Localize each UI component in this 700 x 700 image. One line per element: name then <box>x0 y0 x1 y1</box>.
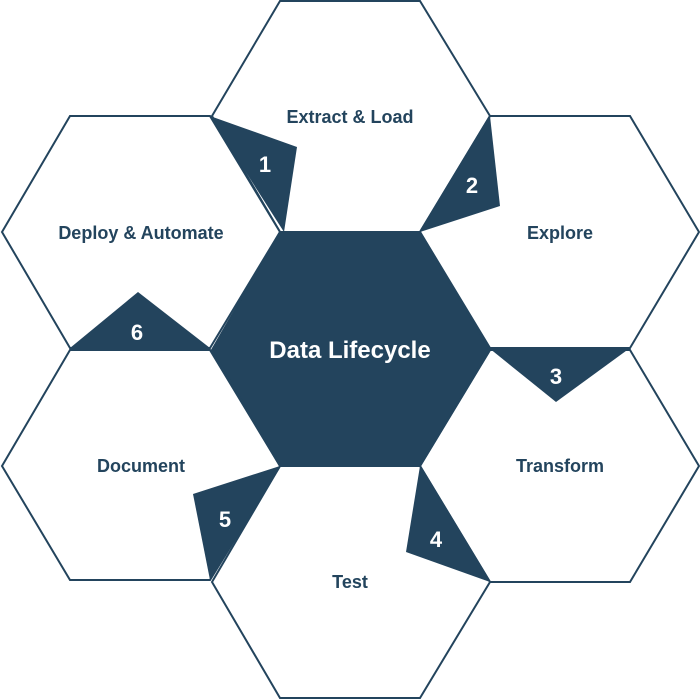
step-label-deploy-automate: Deploy & Automate <box>58 223 223 243</box>
step-number-2: 2 <box>466 173 478 198</box>
step-marker-2: 2 <box>420 116 500 232</box>
step-number-3: 3 <box>550 364 562 389</box>
step-number-4: 4 <box>430 527 443 552</box>
step-marker-4: 4 <box>406 466 490 582</box>
step-marker-6: 6 <box>70 292 210 348</box>
step-label-document: Document <box>97 456 185 476</box>
step-marker-3: 3 <box>489 348 630 402</box>
step-label-test: Test <box>332 572 368 592</box>
step-label-transform: Transform <box>516 456 604 476</box>
step-number-1: 1 <box>259 152 271 177</box>
diagram-title: Data Lifecycle <box>269 337 430 364</box>
step-number-6: 6 <box>131 320 143 345</box>
step-label-extract-load: Extract & Load <box>286 107 413 127</box>
step-label-explore: Explore <box>527 223 593 243</box>
hex-center: Data Lifecycle <box>210 231 492 467</box>
step-marker-1: 1 <box>210 116 297 232</box>
step-marker-5: 5 <box>193 466 280 580</box>
step-number-5: 5 <box>219 507 231 532</box>
